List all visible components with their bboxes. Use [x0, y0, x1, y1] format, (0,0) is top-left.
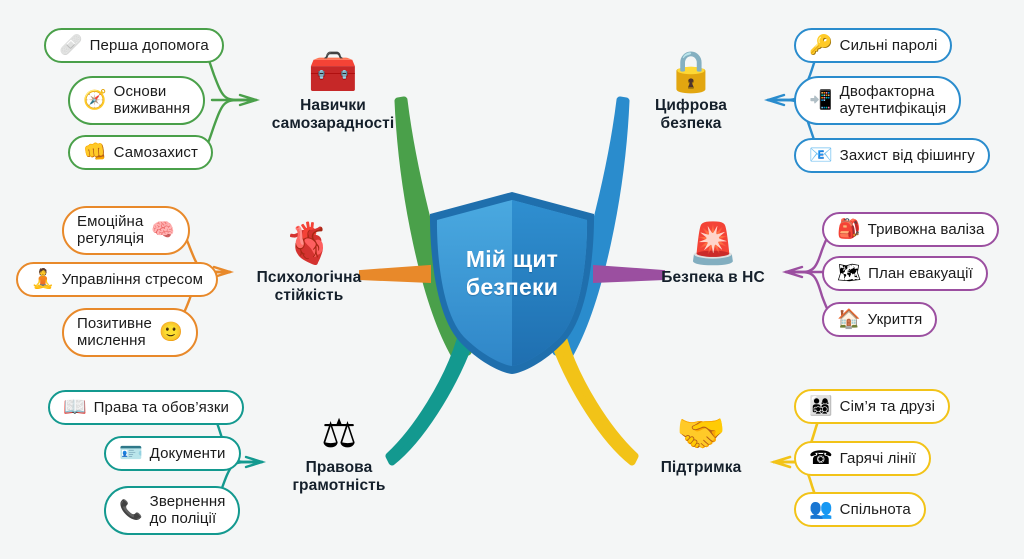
leaf-label: Управління стресом	[61, 270, 204, 288]
branch-label-line1: Підтримка	[660, 459, 742, 476]
leaf-label: Права та обов’язки	[93, 398, 229, 416]
key-icon: 🔑	[809, 35, 833, 56]
branch-psychological-resilience[interactable]: 🫀 Психологічна стійкість	[214, 222, 404, 306]
first-aid-kit-icon: 🧰	[308, 50, 358, 94]
branch-label-line2: самозарадності	[271, 115, 395, 133]
brain-icon: 🧠	[151, 219, 175, 241]
community-network-icon: 👥	[809, 499, 833, 520]
leaf-self-defense[interactable]: 👊 Самозахист	[68, 135, 213, 170]
branch-label-line1: Цифрова	[655, 97, 727, 114]
leaf-contacting-police[interactable]: 📞 Звернення до поліції	[104, 486, 241, 535]
leaf-label: Емоційна регуляція	[77, 213, 145, 248]
branch-label-support: Підтримка	[661, 459, 742, 477]
branch-label-legal-literacy: Правова грамотність	[293, 459, 386, 496]
leaf-rights-and-duties[interactable]: 📖 Права та обов’язки	[48, 390, 244, 425]
branch-label-psychological-resilience: Психологічна стійкість	[257, 269, 362, 306]
leaf-two-factor-auth[interactable]: 📲 Двофакторна аутентифікація	[794, 76, 962, 125]
leaf-label: Самозахист	[113, 143, 198, 161]
branch-label-line2: стійкість	[274, 287, 344, 305]
mobile-phone-check-icon: 📲	[809, 89, 833, 111]
leaf-label: Спільнота	[839, 500, 911, 518]
anatomical-heart-icon: 🫀	[284, 222, 334, 266]
leaf-evacuation-plan[interactable]: 🗺 План евакуації	[822, 256, 988, 291]
leaf-label: Тривожна валіза	[867, 220, 985, 238]
leaf-phishing-protection[interactable]: 📧 Захист від фішингу	[794, 138, 990, 173]
branch-label-line2: безпека	[660, 115, 722, 133]
leaf-label: Позитивне мислення	[77, 315, 152, 350]
phishing-envelope-icon: 📧	[809, 145, 833, 166]
open-book-icon: 📖	[63, 397, 87, 418]
central-shield[interactable]: Мій щит безпеки	[424, 190, 600, 376]
branch-emergency-safety[interactable]: 🚨 Безпека в НС	[618, 222, 808, 287]
leaf-label: Двофакторна аутентифікація	[839, 83, 947, 118]
branch-label-self-reliance: Навички самозарадності	[272, 97, 395, 134]
leaf-community[interactable]: 👥 Спільнота	[794, 492, 926, 527]
leaf-hotlines[interactable]: ☎ Гарячі лінії	[794, 441, 931, 476]
alarm-siren-icon: 🚨	[688, 222, 738, 266]
map-pin-icon: 🗺	[837, 263, 862, 284]
leaf-label: Гарячі лінії	[839, 449, 916, 467]
branch-label-line1: Психологічна	[256, 269, 362, 286]
backpack-icon: 🎒	[837, 219, 861, 240]
branch-legal-literacy[interactable]: ⚖ Правова грамотність	[244, 412, 434, 496]
meditation-icon: 🧘	[31, 269, 55, 290]
leaf-first-aid[interactable]: 🩹 Перша допомога	[44, 28, 224, 63]
police-phone-icon: 📞	[119, 499, 143, 521]
leaf-family-and-friends[interactable]: 👨‍👩‍👧‍👦 Сім’я та друзі	[794, 389, 951, 424]
branch-self-reliance[interactable]: 🧰 Навички самозарадності	[238, 50, 428, 134]
branch-label-line1: Правова	[305, 459, 373, 476]
id-card-icon: 🪪	[119, 443, 143, 464]
shield-title-line2: безпеки	[465, 274, 559, 300]
leaf-strong-passwords[interactable]: 🔑 Сильні паролі	[794, 28, 953, 63]
leaf-label: План евакуації	[868, 264, 973, 282]
leaf-shelter[interactable]: 🏠 Укриття	[822, 302, 938, 337]
branch-label-emergency-safety: Безпека в НС	[661, 269, 765, 287]
leaf-label: Укриття	[867, 310, 923, 328]
leaf-label: Сильні паролі	[839, 36, 938, 54]
compass-icon: 🧭	[83, 89, 107, 111]
smiley-face-icon: 🙂	[158, 321, 183, 343]
leaf-label: Звернення до поліції	[149, 493, 226, 528]
leaf-stress-management[interactable]: 🧘 Управління стресом	[16, 262, 219, 297]
scales-of-justice-icon: ⚖	[321, 412, 357, 456]
shelter-house-icon: 🏠	[837, 309, 861, 330]
leaf-label: Сім’я та друзі	[839, 397, 936, 415]
bandage-icon: 🩹	[59, 35, 83, 56]
leaf-label: Захист від фішингу	[839, 146, 975, 164]
branch-label-line1: Безпека в НС	[661, 269, 765, 286]
shield-title-line1: Мій щит	[465, 246, 559, 273]
hotline-phone-heart-icon: ☎	[809, 448, 833, 469]
branch-label-line2: грамотність	[292, 477, 386, 495]
leaf-documents[interactable]: 🪪 Документи	[104, 436, 241, 471]
leaf-label: Документи	[149, 444, 226, 462]
padlock-icon: 🔒	[666, 50, 716, 94]
fist-icon: 👊	[83, 142, 107, 163]
branch-label-digital-security: Цифрова безпека	[655, 97, 727, 134]
shield-title: Мій щит безпеки	[424, 190, 600, 376]
branch-support[interactable]: 🤝 Підтримка	[606, 412, 796, 477]
leaf-emergency-bag[interactable]: 🎒 Тривожна валіза	[822, 212, 1000, 247]
family-icon: 👨‍👩‍👧‍👦	[809, 396, 833, 417]
branch-digital-security[interactable]: 🔒 Цифрова безпека	[596, 50, 786, 134]
leaf-label: Основи виживання	[113, 83, 191, 118]
handshake-icon: 🤝	[676, 412, 726, 456]
branch-label-line1: Навички	[300, 97, 366, 114]
leaf-emotional-regulation[interactable]: 🧠 Емоційна регуляція	[62, 206, 190, 255]
leaf-positive-thinking[interactable]: 🙂 Позитивне мислення	[62, 308, 198, 357]
leaf-survival-basics[interactable]: 🧭 Основи виживання	[68, 76, 206, 125]
leaf-label: Перша допомога	[89, 36, 209, 54]
